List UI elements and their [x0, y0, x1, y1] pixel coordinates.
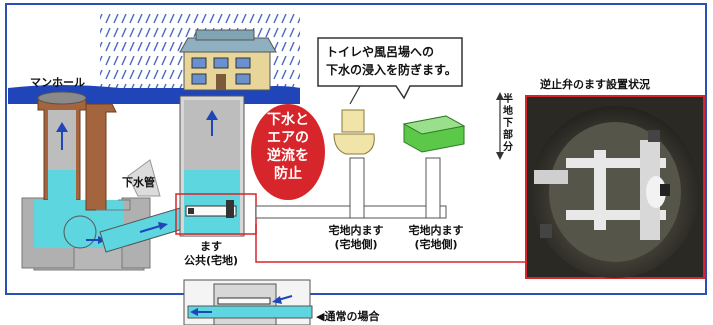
toilet-icon — [333, 109, 375, 155]
private-basin-a-label-2: (宅地側) — [334, 238, 378, 251]
prevention-text-3: 逆流を — [267, 148, 309, 164]
house-icon — [179, 29, 277, 91]
manhole-label: マンホール — [30, 76, 85, 89]
prevention-text-4: 防止 — [274, 166, 302, 182]
semi-underground-label: 半地下部分 — [503, 94, 513, 153]
bathtub-icon — [402, 115, 466, 153]
public-basin-label-1: ます — [200, 240, 222, 253]
speech-bubble — [317, 37, 463, 100]
normal-case-diagram — [183, 279, 313, 325]
private-basin-b-label-2: (宅地側) — [414, 238, 458, 251]
valve-photo — [525, 95, 705, 279]
prevention-badge — [251, 104, 325, 200]
bubble-text-2: 下水の浸入を防ぎます。 — [326, 63, 457, 77]
bubble-text-1: トイレや風呂場への — [326, 45, 435, 59]
private-basin-a-label-1: 宅地内ます — [328, 224, 384, 237]
prevention-text-2: エアの — [267, 130, 309, 146]
photo-caption: 逆止弁のます設置状況 — [540, 78, 650, 91]
diagram-frame — [5, 3, 707, 295]
public-basin-label-2: 公共(宅地) — [183, 254, 239, 267]
public-basin — [179, 95, 245, 237]
sewer-pipe-label: 下水管 — [122, 176, 155, 189]
prevention-text-1: 下水と — [267, 112, 309, 128]
normal-case-label: ◀通常の場合 — [316, 310, 380, 323]
private-basin-b-label-1: 宅地内ます — [408, 224, 464, 237]
